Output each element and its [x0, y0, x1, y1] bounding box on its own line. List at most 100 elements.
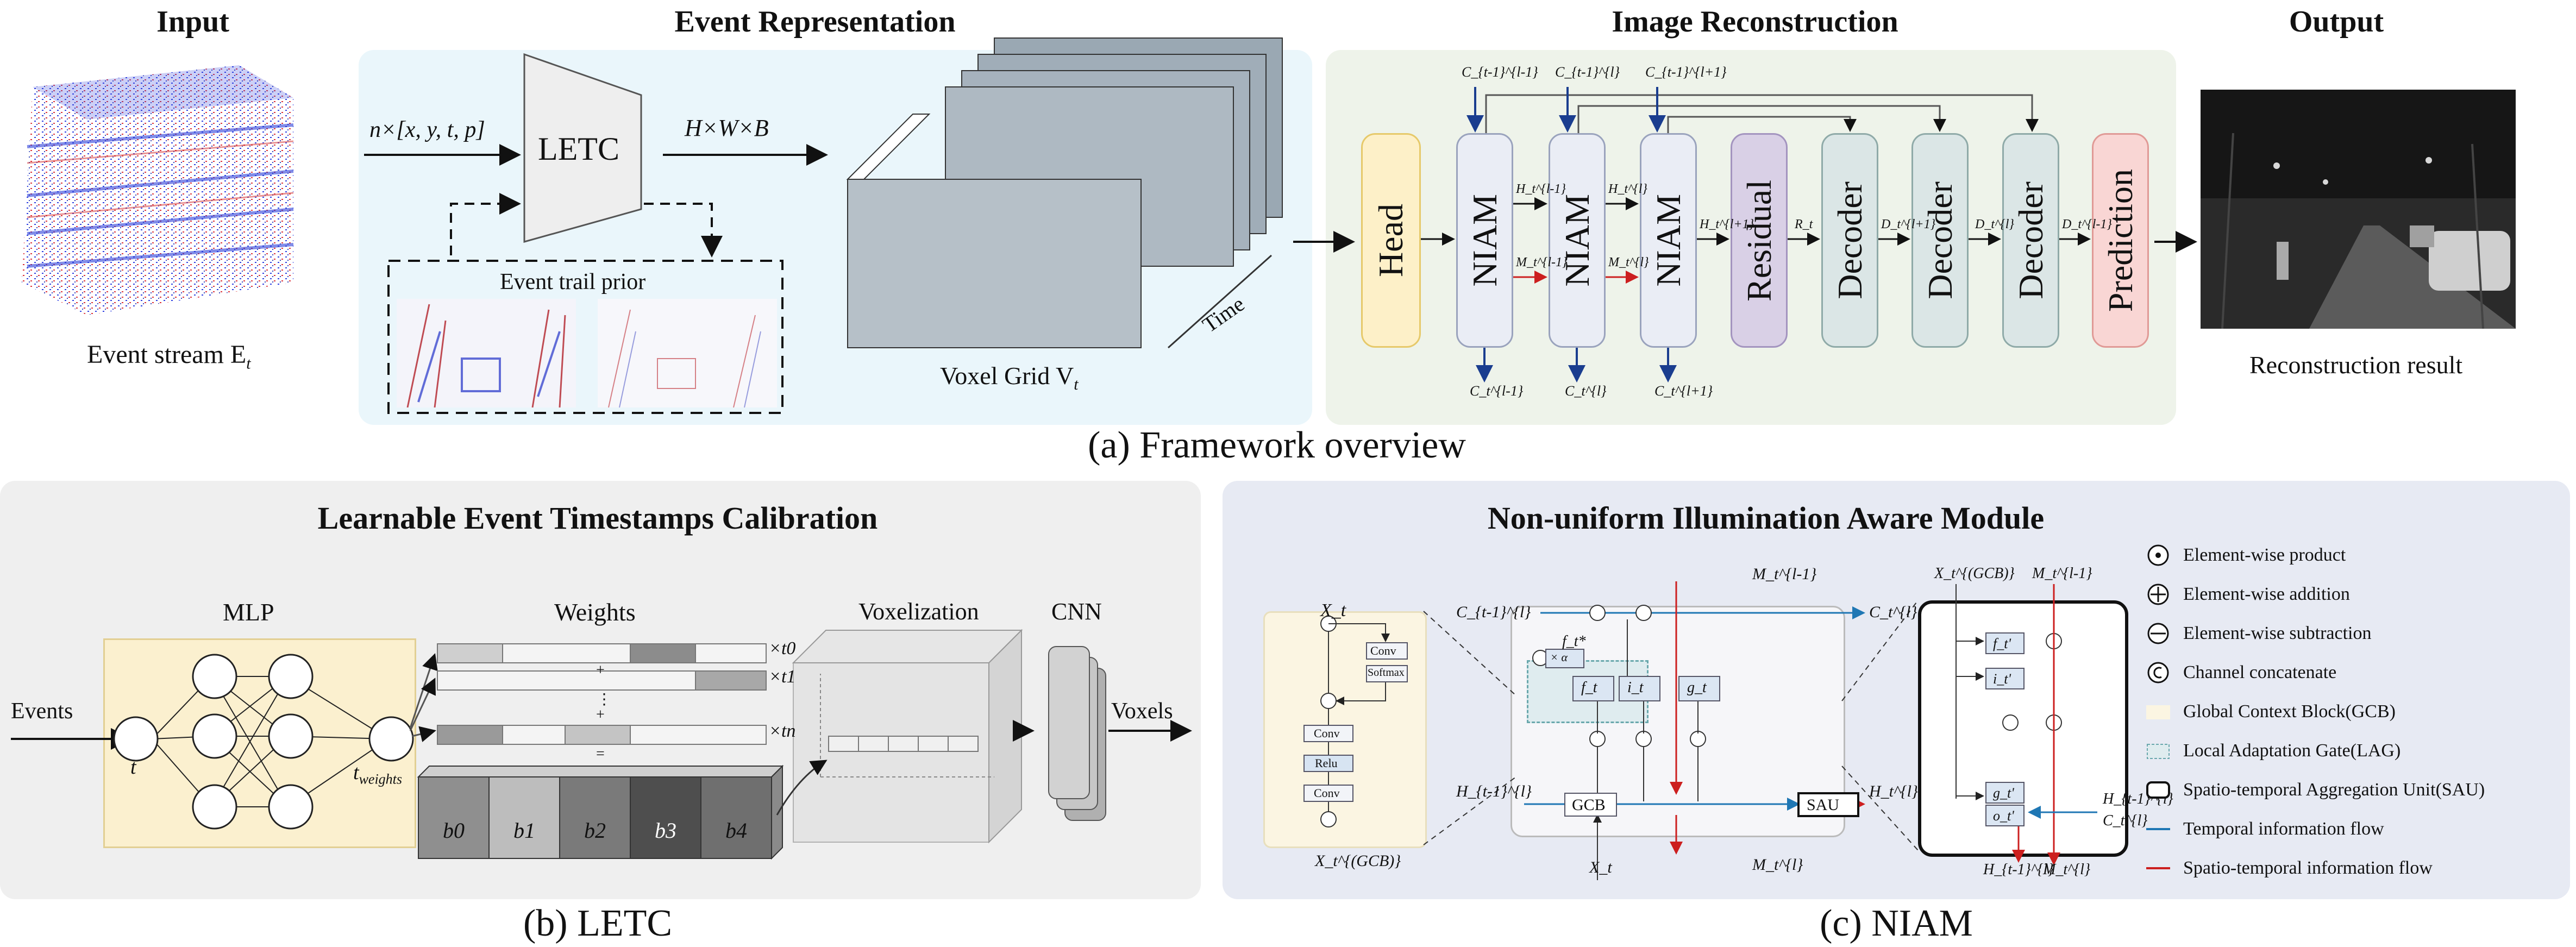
decoder-block-2: Decoder: [1911, 133, 1969, 348]
weights-label: Weights: [554, 598, 636, 626]
voxels-label: Voxels: [1111, 699, 1173, 724]
r-t-label: R_t: [1795, 217, 1813, 231]
d-prev-label: D_t^{l-1}: [2062, 217, 2112, 231]
core-c-out-label: C_t^{l}: [1869, 603, 1917, 621]
gcb-conv-1: Conv: [1370, 644, 1396, 657]
sau-f-t-label: f_t': [1993, 636, 2011, 651]
letc-trapezoid: [523, 53, 642, 243]
c-l-in-label: C_{t-1}^{l}: [1555, 64, 1620, 80]
output-header: Output: [2289, 5, 2384, 39]
voxelization-label: Voxelization: [858, 598, 979, 625]
legend-element-wise-addition: Element-wise addition: [2146, 582, 2350, 606]
c-l-out-label: C_t^{l}: [1565, 383, 1607, 399]
gcb-conv-3: Conv: [1314, 786, 1340, 800]
odot-icon: [2147, 544, 2169, 566]
m-l-label: M_t^{l}: [1608, 255, 1649, 269]
gcb-softmax: Softmax: [1368, 667, 1405, 679]
sau-swatch-icon: [2146, 781, 2170, 799]
input-header: Input: [156, 5, 229, 39]
h-l-label: H_t^{l}: [1608, 182, 1647, 196]
framework-caption: (a) Framework overview: [1088, 424, 1466, 466]
voxel-grid-label: Voxel Grid Vt: [940, 362, 1079, 394]
sau-m-out-label: M_t^{l}: [2043, 861, 2091, 878]
core-c-in-label: C_{t-1}^{l}: [1456, 603, 1531, 621]
cnn-label: CNN: [1051, 598, 1102, 625]
events-label: Events: [11, 699, 73, 724]
t-node-label: t: [130, 756, 136, 779]
d-l-label: D_t^{l}: [1975, 217, 2014, 231]
sau-o-t-label: o_t': [1993, 808, 2014, 824]
niam-block-2: NIAM: [1549, 133, 1606, 348]
core-h-out-label: H_t^{l}: [1869, 782, 1918, 800]
legend-gcb: Global Context Block(GCB): [2146, 700, 2396, 724]
weight-row-tn: ×tn: [769, 721, 796, 741]
gcb-swatch-icon: [2146, 705, 2170, 719]
head-block: Head: [1361, 133, 1421, 348]
gcb-xt-label: X_t: [1320, 600, 1346, 620]
bin-b4: b4: [725, 818, 747, 843]
core-sau-label: SAU: [1807, 796, 1840, 814]
legend-sau: Spatio-temporal Aggregation Unit(SAU): [2146, 778, 2485, 802]
core-h-in-label: H_{t-1}^{l}: [1456, 782, 1532, 800]
oplus-icon: [2147, 584, 2169, 605]
niam-panel: [1223, 481, 2570, 899]
niam-block-1: NIAM: [1456, 133, 1513, 348]
core-gcb-label: GCB: [1572, 796, 1606, 814]
red-line-icon: [2146, 867, 2170, 869]
dots: ⋮: [597, 691, 612, 708]
equals: =: [596, 745, 605, 762]
sau-m-in-label: M_t^{l-1}: [2032, 565, 2092, 582]
sau-h-out-label: H_{t-1}^{l}: [1983, 861, 2054, 878]
core-x-t-label: X_t: [1589, 858, 1612, 876]
event-stream-label: Event stream Et: [87, 340, 251, 373]
core-g-t-label: g_t: [1687, 679, 1707, 696]
concat-icon: [2147, 662, 2169, 683]
legend-channel-concatenate: Channel concatenate: [2146, 661, 2336, 685]
gcb-conv-2: Conv: [1314, 726, 1340, 740]
sau-g-t-label: g_t': [1993, 785, 2014, 801]
decoder-block-3: Decoder: [2002, 133, 2059, 348]
reconstruction-result-image: [2201, 90, 2516, 329]
sau-x-gcb-label: X_t^{(GCB)}: [1934, 565, 2015, 582]
c-next-out-label: C_t^{l+1}: [1654, 383, 1713, 399]
niam-caption: (c) NIAM: [1820, 902, 1973, 944]
legend-element-wise-subtraction: Element-wise subtraction: [2146, 622, 2372, 645]
plus-1: +: [596, 662, 605, 679]
niam-panel-title: Non-uniform Illumination Aware Module: [1487, 500, 2045, 536]
mlp-label: MLP: [223, 598, 274, 626]
letc-caption: (b) LETC: [523, 902, 673, 944]
ominus-icon: [2147, 623, 2169, 644]
core-alpha-label: × α: [1550, 650, 1568, 664]
bin-b2: b2: [584, 818, 606, 843]
core-i-t-label: i_t: [1627, 679, 1644, 696]
letc-panel-title: Learnable Event Timestamps Calibration: [317, 500, 878, 536]
core-m-out-label: M_t^{l}: [1752, 856, 1803, 874]
event-representation-header: Event Representation: [674, 5, 956, 39]
reconstruction-connections: [1421, 87, 2091, 382]
event-trail-prior-label: Event trail prior: [500, 269, 646, 294]
blue-line-icon: [2146, 828, 2170, 830]
event-stream-cloud: [22, 65, 294, 315]
core-f-t-label: f_t: [1581, 679, 1597, 696]
event-trail-prior-images: [397, 299, 777, 407]
input-tuple-label: n×[x, y, t, p]: [369, 117, 485, 142]
t-weights-label: tweights: [353, 761, 403, 787]
sau-i-t-label: i_t': [1993, 671, 2011, 687]
legend-spatio-temporal-flow: Spatio-temporal information flow: [2146, 856, 2433, 880]
h-next-label: H_t^{l+1}: [1700, 217, 1754, 231]
legend-element-wise-product: Element-wise product: [2146, 543, 2346, 567]
letc-label: LETC: [538, 131, 619, 167]
reconstruction-result-label: Reconstruction result: [2249, 351, 2463, 379]
bin-b3: b3: [655, 818, 676, 843]
hwb-label: H×W×B: [685, 115, 769, 141]
decoder-block-1: Decoder: [1821, 133, 1878, 348]
niam-block-3: NIAM: [1640, 133, 1697, 348]
residual-block: Residual: [1731, 133, 1788, 348]
event-representation-arrows: [364, 37, 2197, 414]
weight-row-t1: ×t1: [769, 667, 796, 687]
bin-b1: b1: [513, 818, 535, 843]
core-f-star-label: f_t*: [1562, 633, 1586, 650]
gcb-relu: Relu: [1315, 756, 1338, 770]
bin-b0: b0: [443, 818, 465, 843]
core-m-in-label: M_t^{l-1}: [1752, 565, 1817, 583]
